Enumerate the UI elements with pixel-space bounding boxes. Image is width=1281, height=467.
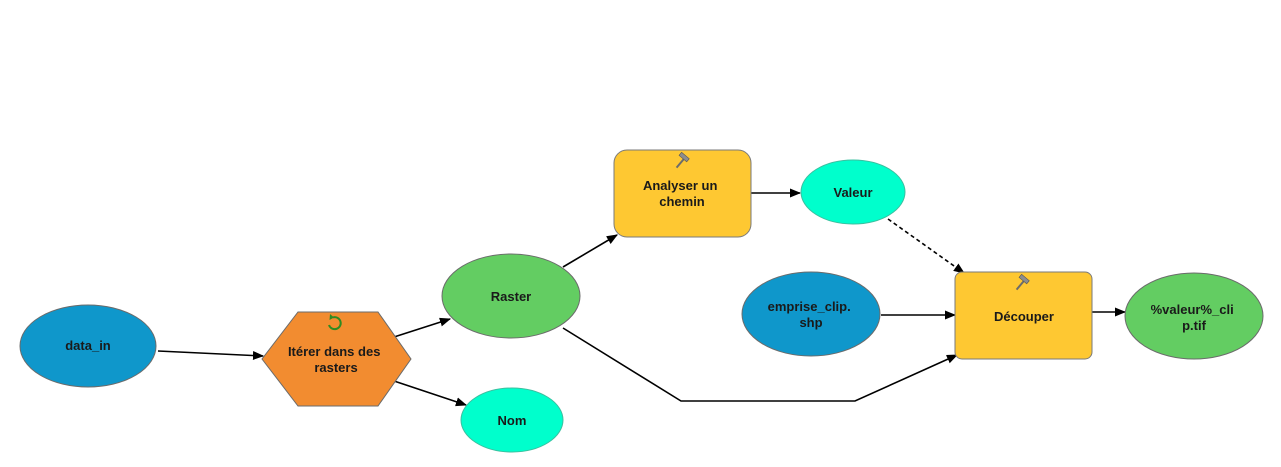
node-nom[interactable]: Nom <box>460 387 564 453</box>
node-label: Raster <box>491 289 531 304</box>
node-data_in[interactable]: data_in <box>19 304 157 388</box>
node-label-line: rasters <box>314 360 357 375</box>
node-label-line: p.tif <box>1182 318 1206 333</box>
node-label-line: data_in <box>65 338 111 353</box>
node-label-line: Valeur <box>833 185 872 200</box>
node-raster[interactable]: Raster <box>441 253 581 339</box>
node-iterate[interactable]: Itérer dans des rasters <box>261 311 412 407</box>
node-label: data_in <box>65 338 111 353</box>
edge-raster-decouper[interactable] <box>562 327 959 402</box>
node-label: Analyser un chemin <box>643 178 721 209</box>
node-label: Valeur <box>833 185 872 200</box>
node-emprise[interactable]: emprise_clip. shp <box>741 271 881 357</box>
node-analyser[interactable]: Analyser un chemin <box>613 149 752 238</box>
node-label-line: emprise_clip. <box>768 299 851 314</box>
hammer-icon <box>1015 273 1030 291</box>
node-label: Découper <box>994 309 1054 324</box>
node-label: Nom <box>498 413 527 428</box>
node-output[interactable]: %valeur%_cli p.tif <box>1124 272 1264 360</box>
iterate-icon <box>328 314 342 331</box>
node-valeur[interactable]: Valeur <box>800 159 906 225</box>
node-decouper[interactable]: Découper <box>954 271 1093 360</box>
node-label-line: Découper <box>994 309 1054 324</box>
node-label: Itérer dans des rasters <box>288 344 384 375</box>
edge-valeur-decouper[interactable] <box>887 218 965 274</box>
node-label: %valeur%_cli p.tif <box>1151 302 1238 333</box>
edge-iterate-nom[interactable] <box>393 380 468 407</box>
node-label-line: %valeur%_cli <box>1151 302 1234 317</box>
node-label-line: Itérer dans des <box>288 344 381 359</box>
edge-data_in-iterate[interactable] <box>157 350 265 360</box>
edge-iterate-raster[interactable] <box>393 317 452 338</box>
node-label-line: shp <box>799 315 822 330</box>
node-label-line: Raster <box>491 289 531 304</box>
node-label-line: Nom <box>498 413 527 428</box>
edges <box>157 188 1127 407</box>
node-label-line: Analyser un <box>643 178 717 193</box>
hammer-icon <box>675 151 690 169</box>
edge-raster-analyser[interactable] <box>562 234 618 268</box>
node-label: emprise_clip. shp <box>768 299 855 330</box>
node-label-line: chemin <box>659 194 705 209</box>
